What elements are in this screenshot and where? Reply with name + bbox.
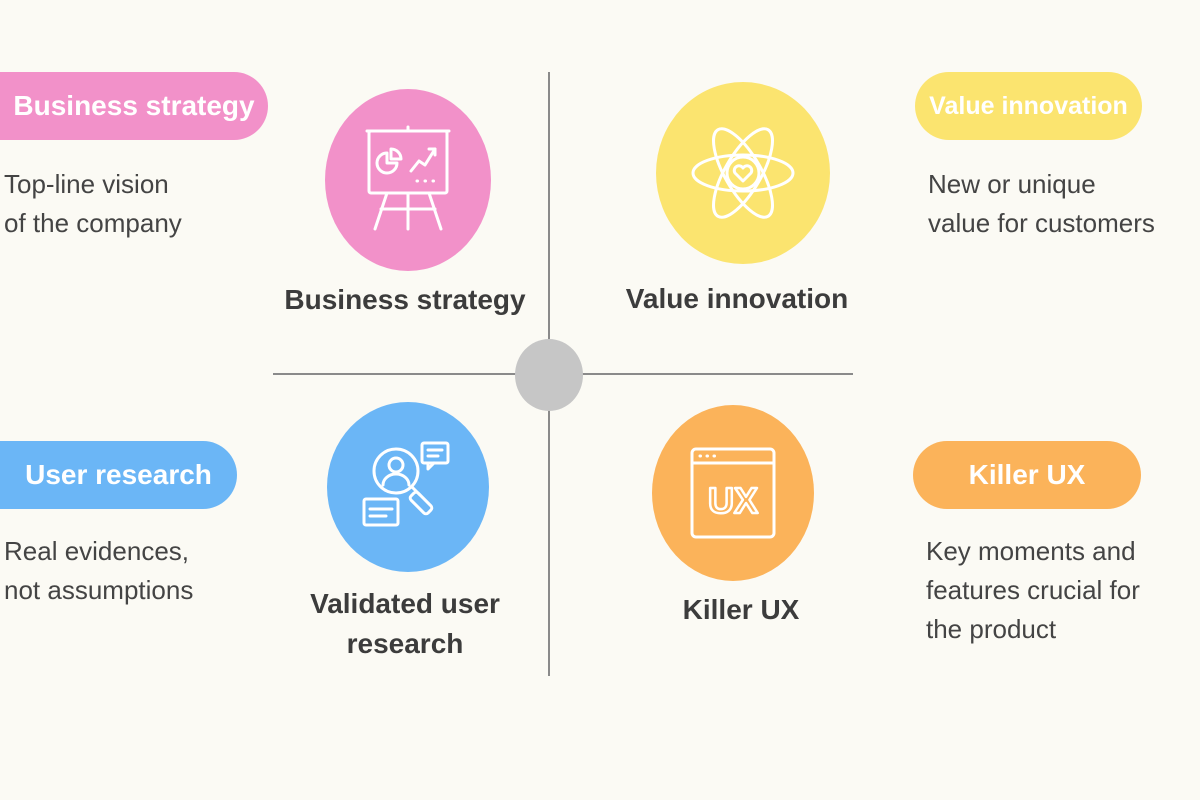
business-strategy-description: Top-line vision of the company <box>4 169 182 238</box>
business-strategy-circle-label: Business strategy <box>284 284 526 315</box>
killer-ux-circle: UX <box>652 405 814 581</box>
value-innovation-circle <box>656 82 830 264</box>
user-research-pill: User research <box>0 441 237 509</box>
value-innovation-circle-label: Value innovation <box>625 283 849 314</box>
killer-ux-circle-label: Killer UX <box>682 594 800 625</box>
svg-text:UX: UX <box>708 480 758 521</box>
user-research-circle-label: Validated user research <box>310 588 500 659</box>
business-strategy-pill-label: Business strategy <box>13 90 255 121</box>
business-strategy-circle <box>325 89 491 271</box>
value-innovation-pill-label: Value innovation <box>929 91 1128 120</box>
center-dot <box>515 339 583 411</box>
atom-heart-icon <box>691 127 795 219</box>
value-innovation-pill: Value innovation <box>915 72 1142 140</box>
value-innovation-description: New or unique value for customers <box>928 169 1155 238</box>
killer-ux-description: Key moments and features crucial for the… <box>926 536 1140 644</box>
business-strategy-pill: Business strategy <box>0 72 268 140</box>
user-research-description: Real evidences, not assumptions <box>4 536 194 605</box>
ux-window-icon: UX <box>690 447 776 539</box>
killer-ux-pill: Killer UX <box>913 441 1141 509</box>
user-research-circle <box>327 402 489 572</box>
presentation-chart-icon <box>365 125 451 231</box>
killer-ux-pill-label: Killer UX <box>968 459 1086 490</box>
user-search-icon <box>362 441 450 527</box>
user-research-pill-label: User research <box>25 459 212 490</box>
